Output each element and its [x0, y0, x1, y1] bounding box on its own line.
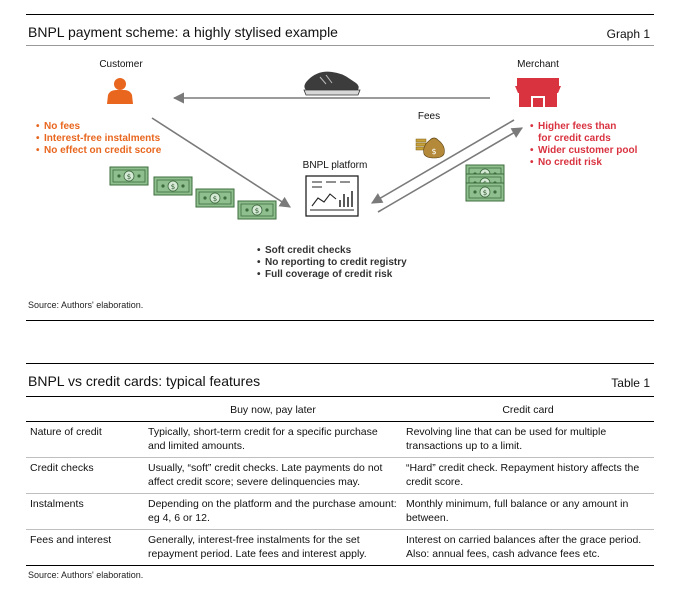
row-header: Fees and interest: [26, 529, 144, 566]
customer-benefits-list: No fees Interest-free instalments No eff…: [36, 121, 161, 157]
table-title-rule: [26, 396, 654, 397]
graph-title: BNPL payment scheme: a highly stylised e…: [28, 24, 338, 40]
row-header: Nature of credit: [26, 421, 144, 458]
money-bag-icon: $: [415, 137, 445, 159]
table-cell: Usually, “soft” credit checks. Late paym…: [144, 457, 402, 494]
cash-icon: [109, 166, 277, 220]
customer-benefit: Interest-free instalments: [36, 133, 161, 145]
cash-stack-icon: [465, 164, 505, 202]
svg-text:$: $: [431, 147, 436, 156]
platform-point: Full coverage of credit risk: [257, 269, 407, 281]
graph-tag: Graph 1: [606, 27, 650, 41]
column-header-bnpl: Buy now, pay later: [144, 398, 402, 422]
platform-point: Soft credit checks: [257, 245, 407, 257]
row-header: Instalments: [26, 493, 144, 530]
platform-points-list: Soft credit checks No reporting to credi…: [257, 245, 407, 281]
table-row: Nature of credit Typically, short-term c…: [26, 421, 654, 458]
table-row: Fees and interest Generally, interest-fr…: [26, 529, 654, 566]
table-tag: Table 1: [611, 376, 650, 390]
person-icon: [107, 78, 133, 104]
merchant-label: Merchant: [517, 59, 559, 70]
store-icon: [515, 78, 561, 107]
table-row: Credit checks Usually, “soft” credit che…: [26, 457, 654, 494]
platform-label: BNPL platform: [302, 160, 368, 171]
table-source: Source: Authors' elaboration.: [28, 570, 144, 580]
table-title: BNPL vs credit cards: typical features: [28, 373, 261, 389]
customer-label: Customer: [99, 59, 143, 70]
row-header: Credit checks: [26, 457, 144, 494]
customer-benefit: No fees: [36, 121, 161, 133]
merchant-point: Wider customer pool: [530, 145, 637, 157]
features-table: Buy now, pay later Credit card Nature of…: [26, 398, 654, 566]
table-row: Instalments Depending on the platform an…: [26, 493, 654, 530]
graph-top-rule: [26, 14, 654, 15]
table-cell: Interest on carried balances after the g…: [402, 529, 654, 566]
graph-bottom-rule: [26, 320, 654, 321]
table-cell: Generally, interest-free instalments for…: [144, 529, 402, 566]
customer-benefit: No effect on credit score: [36, 145, 161, 157]
table-cell: Monthly minimum, full balance or any amo…: [402, 493, 654, 530]
table-cell: Depending on the platform and the purcha…: [144, 493, 402, 530]
dashboard-icon: [305, 175, 359, 217]
bnpl-scheme-diagram: $: [107, 71, 561, 220]
graph-source: Source: Authors' elaboration.: [28, 300, 144, 310]
platform-point: No reporting to credit registry: [257, 257, 407, 269]
sneaker-icon: [303, 71, 361, 96]
fees-label: Fees: [417, 111, 441, 122]
column-header-credit-card: Credit card: [402, 398, 654, 422]
column-header-empty: [26, 398, 144, 422]
graph-title-rule: [26, 45, 654, 46]
table-cell: Typically, short-term credit for a speci…: [144, 421, 402, 458]
table-cell: “Hard” credit check. Repayment history a…: [402, 457, 654, 494]
table-header-row: Buy now, pay later Credit card: [26, 398, 654, 422]
merchant-point: Higher fees than for credit cards: [530, 121, 637, 145]
table-cell: Revolving line that can be used for mult…: [402, 421, 654, 458]
merchant-points-list: Higher fees than for credit cards Wider …: [530, 121, 637, 169]
table-top-rule: [26, 363, 654, 364]
merchant-point: No credit risk: [530, 157, 637, 169]
